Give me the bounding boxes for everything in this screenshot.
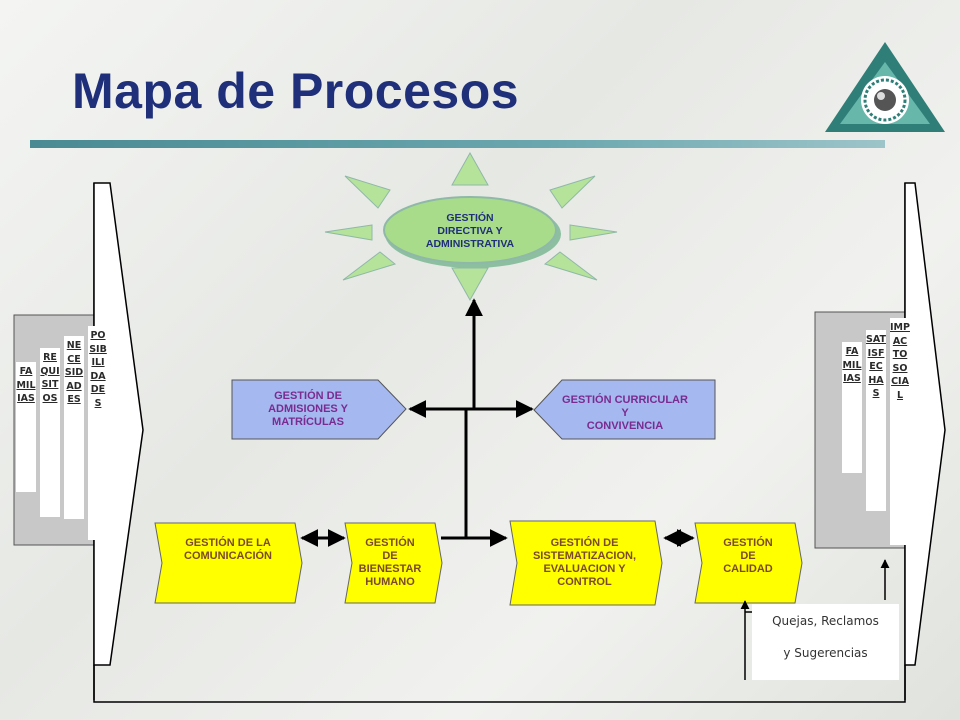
curricular-node-shape — [533, 379, 716, 440]
output-satisfechas-label: SATISFECHAS — [866, 330, 886, 511]
feedback-line-2: y Sugerencias — [783, 646, 868, 660]
input-posibilidades-label: POSIBILIDADES — [88, 326, 108, 540]
input-requisitos-label: REQUISITOS — [40, 348, 60, 517]
directive-node-shape — [383, 196, 561, 268]
directive-rays — [324, 151, 618, 302]
comunicacion-node-label: GESTIÓN DE LA COMUNICACIÓN — [184, 537, 272, 562]
feedback-box: Quejas, Reclamos y Sugerencias — [752, 604, 899, 680]
admisiones-node-shape — [231, 379, 407, 440]
directiva-node-label: GESTIÓN DIRECTIVA Y ADMINISTRATIVA — [425, 211, 515, 250]
return-line — [93, 665, 906, 703]
input-familias-label: FAMILIAS — [16, 362, 36, 492]
calidad-node-label: GESTIÓN DE CALIDAD — [723, 536, 773, 575]
bottom-node-shapes — [154, 520, 803, 606]
page-title: Mapa de Procesos — [72, 63, 520, 119]
curricular-node-label: GESTIÓN CURRICULAR Y CONVIVENCIA — [562, 394, 688, 432]
input-necesidades-label: NECESIDADES — [64, 336, 84, 519]
sistematizacion-node-label: GESTIÓN DE SISTEMATIZACION, EVALUACION Y… — [532, 537, 637, 588]
output-familias-label: FAMILIAS — [842, 342, 862, 473]
feedback-arrows — [740, 559, 890, 680]
admisiones-node-label: GESTIÓN DE ADMISIONES Y MATRÍCULAS — [268, 390, 348, 428]
output-impacto-label: IMPACTO SOCIAL — [890, 318, 910, 545]
bienestar-node-label: GESTIÓN DE BIENESTAR HUMANO — [358, 537, 422, 588]
feedback-line-1: Quejas, Reclamos — [772, 614, 879, 628]
title-underline — [30, 140, 885, 148]
institution-logo — [825, 42, 945, 132]
connectors — [300, 298, 695, 547]
